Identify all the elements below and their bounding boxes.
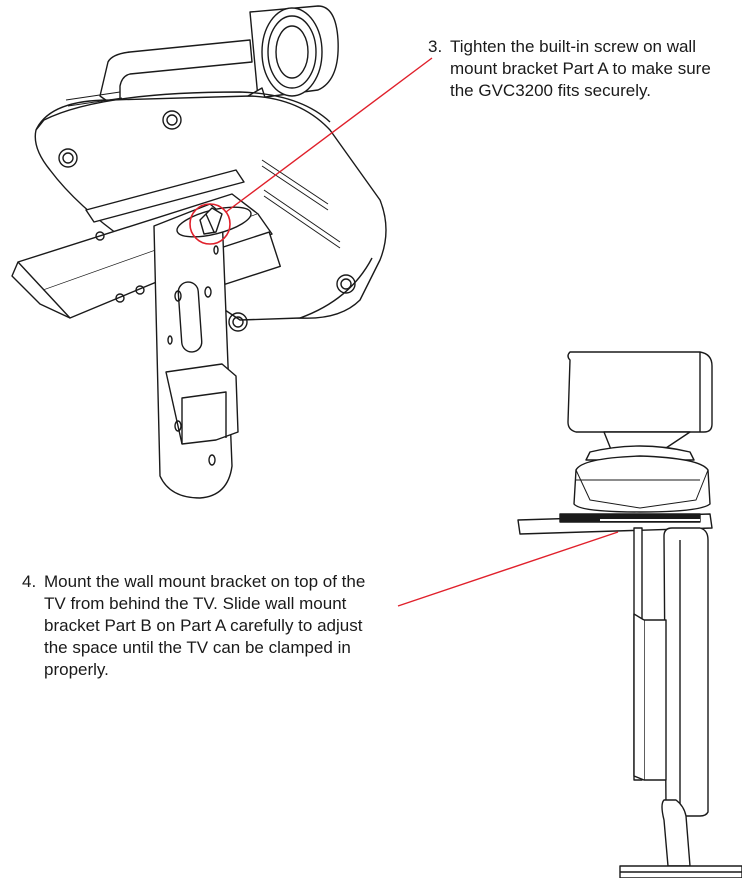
tv-body	[663, 527, 709, 817]
screw-highlight-circle	[189, 203, 231, 245]
step-4-text: Mount the wall mount bracket on top of t…	[44, 572, 366, 679]
step-4-number: 4.	[22, 572, 37, 591]
camera-bottom-view-illustration	[11, 5, 387, 499]
camera-lens-head	[249, 5, 339, 99]
step3-callout-line	[225, 57, 433, 213]
step-4-instruction: 4. Mount the wall mount bracket on top o…	[22, 571, 389, 681]
rubber-feet	[58, 110, 356, 332]
speaker-grille	[65, 91, 341, 249]
camera-yoke	[99, 39, 253, 111]
built-in-screw	[176, 206, 252, 238]
step-3-text: Tighten the built-in screw on wall mount…	[450, 37, 711, 100]
camera-head-side	[567, 351, 713, 433]
tv-side-view-illustration	[517, 351, 742, 878]
camera-base-side	[573, 455, 711, 513]
step-3-number: 3.	[428, 37, 443, 56]
step4-callout-line	[397, 531, 619, 607]
step-3-instruction: 3. Tighten the built-in screw on wall mo…	[428, 36, 735, 102]
bracket-part-b-plate	[153, 203, 239, 499]
